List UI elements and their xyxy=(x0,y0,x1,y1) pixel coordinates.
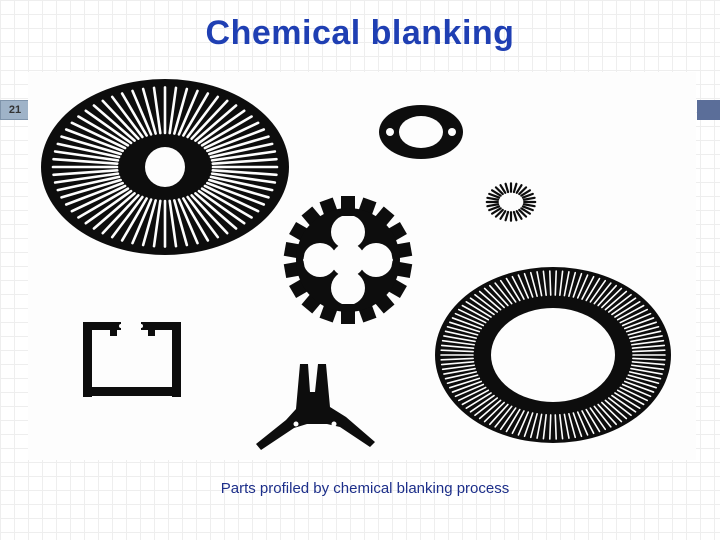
slide-number: 21 xyxy=(0,100,30,120)
gear-part xyxy=(283,196,413,324)
slide-caption: Parts profiled by chemical blanking proc… xyxy=(220,480,510,497)
parts-photo-svg xyxy=(41,79,671,450)
washer-part xyxy=(379,105,463,159)
slide-title: Chemical blanking xyxy=(205,14,515,52)
parts-photo xyxy=(28,72,696,460)
fork-spring-part xyxy=(256,364,375,450)
slotted-ring-part xyxy=(435,267,671,443)
small-toothed-ring-part xyxy=(485,182,537,222)
bracket-frame-part xyxy=(83,322,181,397)
slotted-disc-part xyxy=(41,79,289,255)
corner-tab xyxy=(697,100,720,120)
